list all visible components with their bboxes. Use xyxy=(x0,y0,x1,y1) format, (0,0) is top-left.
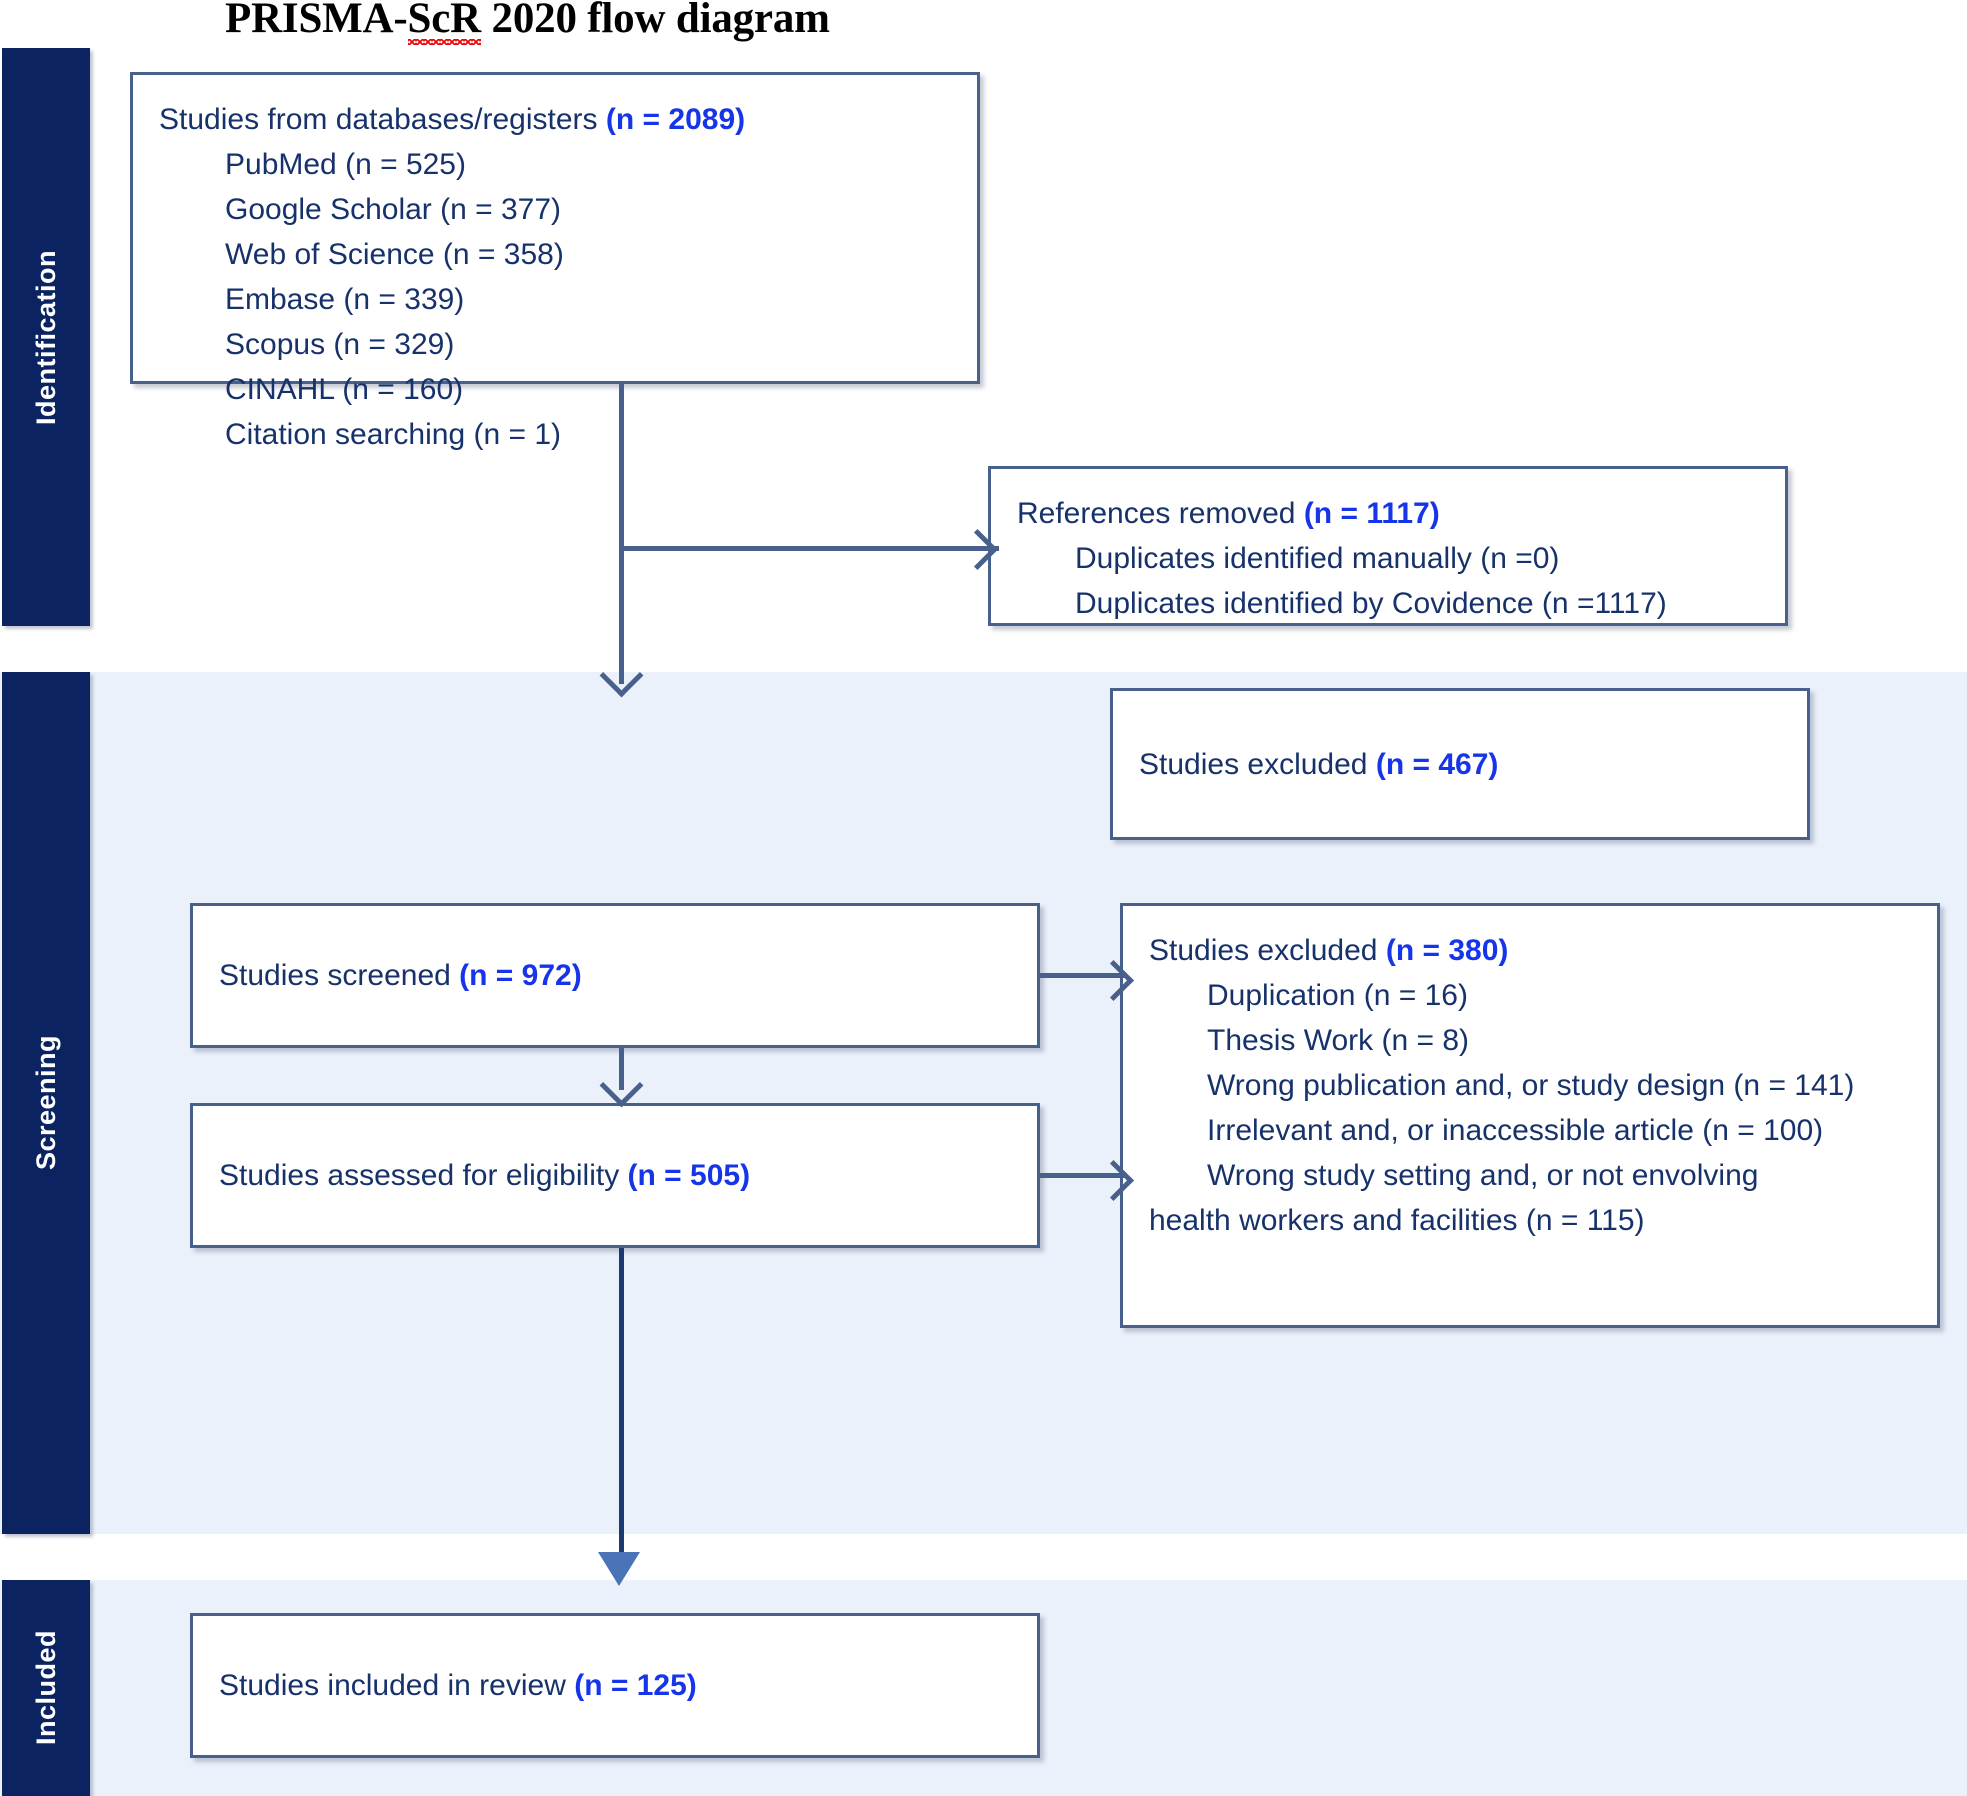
detail-item: Duplicates identified manually (n =0) xyxy=(1075,542,1560,575)
source-item: Google Scholar (n = 377) xyxy=(225,193,562,226)
node-heading-count: (n = 1117) xyxy=(1303,497,1440,530)
node-studies-from-databases: Studies from databases/registers (n = 20… xyxy=(130,72,980,451)
stage-label-screening: Screening xyxy=(2,672,90,1534)
title-spellcheck-word: ScR xyxy=(407,0,482,45)
node-heading-count: (n = 972) xyxy=(459,959,582,992)
node-heading-count: (n = 125) xyxy=(574,1669,697,1702)
source-item: CINAHL (n = 160) xyxy=(225,373,464,406)
source-item: Web of Science (n = 358) xyxy=(225,238,564,271)
node-heading-text: Studies screened xyxy=(219,959,460,992)
node-heading: Studies excluded (n = 467) xyxy=(1139,742,1498,787)
reason-item: Duplication (n = 16) xyxy=(1207,979,1468,1012)
title-after: 2020 flow diagram xyxy=(481,0,830,42)
node-heading-count: (n = 467) xyxy=(1375,747,1499,781)
connector-screened-to-eligibility xyxy=(619,1048,624,1090)
stage-label-included-text: Included xyxy=(30,1630,61,1746)
node-heading: Studies from databases/registers (n = 20… xyxy=(159,97,951,142)
stage-label-included: Included xyxy=(2,1580,90,1796)
node-heading: Studies screened (n = 972) xyxy=(219,953,582,998)
connector-identification-to-references-removed xyxy=(619,546,999,551)
node-heading: Studies assessed for eligibility (n = 50… xyxy=(219,1153,750,1198)
detail-item: Duplicates identified by Covidence (n =1… xyxy=(1075,587,1667,620)
stage-label-identification: Identification xyxy=(2,48,90,626)
node-heading-text: Studies excluded xyxy=(1139,747,1376,781)
node-heading-text: References removed xyxy=(1017,497,1304,530)
source-item: PubMed (n = 525) xyxy=(225,148,466,181)
node-heading-text: Studies from databases/registers xyxy=(159,103,606,136)
stage-label-screening-text: Screening xyxy=(30,1035,61,1171)
node-heading-count: (n = 505) xyxy=(627,1159,751,1192)
node-references-removed: References removed (n = 1117) Duplicates… xyxy=(988,466,1788,626)
reason-item: Wrong publication and, or study design (… xyxy=(1207,1069,1855,1102)
node-heading-text: Studies excluded xyxy=(1149,934,1386,967)
connector-identification-to-screening xyxy=(619,384,624,684)
source-item: Embase (n = 339) xyxy=(225,283,465,316)
node-heading: Studies included in review (n = 125) xyxy=(219,1663,697,1708)
node-heading: Studies excluded (n = 380) xyxy=(1149,928,1911,973)
title-before: PRISMA- xyxy=(225,0,408,42)
reason-item: Irrelevant and, or inaccessible article … xyxy=(1207,1114,1824,1147)
source-item: Scopus (n = 329) xyxy=(225,328,455,361)
reason-item: Thesis Work (n = 8) xyxy=(1207,1024,1470,1057)
node-studies-screened: Studies screened (n = 972) xyxy=(190,903,1040,1048)
node-heading-text: Studies assessed for eligibility xyxy=(219,1159,628,1192)
connector-screened-to-excluded-380 xyxy=(1040,973,1126,978)
node-studies-excluded-380: Studies excluded (n = 380) Duplication (… xyxy=(1120,903,1940,1328)
connector-eligibility-to-excluded-380 xyxy=(1040,1173,1126,1178)
node-studies-assessed-eligibility: Studies assessed for eligibility (n = 50… xyxy=(190,1103,1040,1248)
node-heading-count: (n = 2089) xyxy=(605,103,746,136)
node-heading: References removed (n = 1117) xyxy=(1017,491,1759,536)
node-heading-count: (n = 380) xyxy=(1385,934,1509,967)
reason-item: Wrong study setting and, or not envolvin… xyxy=(1207,1159,1759,1192)
stage-label-identification-text: Identification xyxy=(30,249,61,425)
arrowhead-down-filled-icon xyxy=(598,1552,640,1586)
reason-item-wrap: health workers and facilities (n = 115) xyxy=(1149,1204,1645,1237)
source-item: Citation searching (n = 1) xyxy=(225,418,562,451)
page-title: PRISMA-ScR 2020 flow diagram xyxy=(225,0,830,45)
node-studies-included-in-review: Studies included in review (n = 125) xyxy=(190,1613,1040,1758)
node-heading-text: Studies included in review xyxy=(219,1669,575,1702)
node-studies-excluded-467: Studies excluded (n = 467) xyxy=(1110,688,1810,840)
connector-eligibility-to-included xyxy=(619,1248,624,1566)
